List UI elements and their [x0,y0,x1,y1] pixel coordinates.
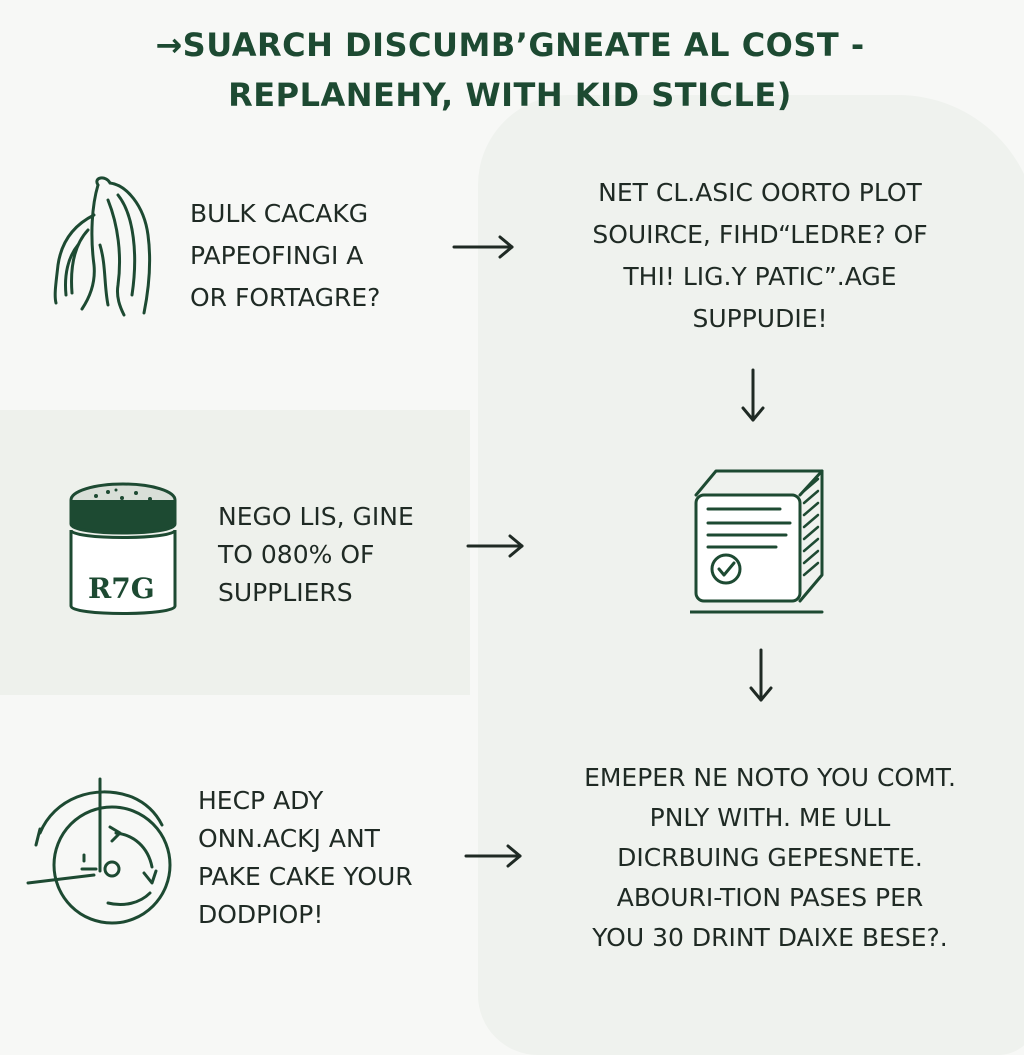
step-emeper-line: DICRBUING GEPESNETE. [617,843,923,872]
step-source-text: NET CL.ASIC OORTO PLOT SOUIRCE, FIHD“LED… [560,172,960,340]
arrow-right-icon [466,533,526,559]
arrow-down-icon [740,368,766,424]
step-bulk-text: BULK CACAKG PAPEOFINGI A OR FORTAGRE? [190,193,380,319]
step-source-line: THI! LIG.Y PATIC”.AGE [623,262,897,291]
title-line-1: →SUARCH DISCUMB’GNEATE AL COST - [155,26,865,64]
step-emeper-line: ABOURI-TION PASES PER [616,883,924,912]
step-hecp-text: HECP ADY ONN.ACKJ ANT PAKE CAKE YOUR DOD… [198,782,413,934]
step-nego-line: NEGO LIS, GINE [218,502,414,531]
title-line-2: REPLANEHY, WITH KID STICLE) [228,76,792,114]
step-bulk-line: OR FORTAGRE? [190,283,381,312]
step-hecp-line: PAKE CAKE YOUR [198,862,413,891]
cycle-clock-icon [24,775,174,925]
arrow-right-icon [452,234,516,260]
arrow-down-icon [748,648,774,704]
jar-label: R7G [88,572,155,605]
step-hecp-line: ONN.ACKJ ANT [198,824,380,853]
step-emeper-line: YOU 30 DRINT DAIXE BESE?. [592,923,948,952]
document-box-icon [690,465,830,617]
step-source-line: SOUIRCE, FIHD“LEDRE? OF [592,220,928,249]
step-nego-line: TO 080% OF [218,540,375,569]
jar-icon: R7G [66,480,180,622]
step-hecp-line: DODPIOP! [198,900,324,929]
step-source-line: NET CL.ASIC OORTO PLOT [598,178,922,207]
step-bulk-line: PAPEOFINGI A [190,241,364,270]
arrow-right-icon [464,843,524,869]
step-nego-line: SUPPLIERS [218,578,353,607]
step-emeper-line: PNLY WITH. ME ULL [649,803,891,832]
hair-icon [48,175,160,320]
step-source-line: SUPPUDIE! [692,304,828,333]
step-nego-text: NEGO LIS, GINE TO 080% OF SUPPLIERS [218,498,414,612]
step-emeper-text: EMEPER NE NOTO YOU COMT. PNLY WITH. ME U… [540,758,1000,958]
step-bulk-line: BULK CACAKG [190,199,369,228]
step-emeper-line: EMEPER NE NOTO YOU COMT. [584,763,956,792]
step-hecp-line: HECP ADY [198,786,324,815]
